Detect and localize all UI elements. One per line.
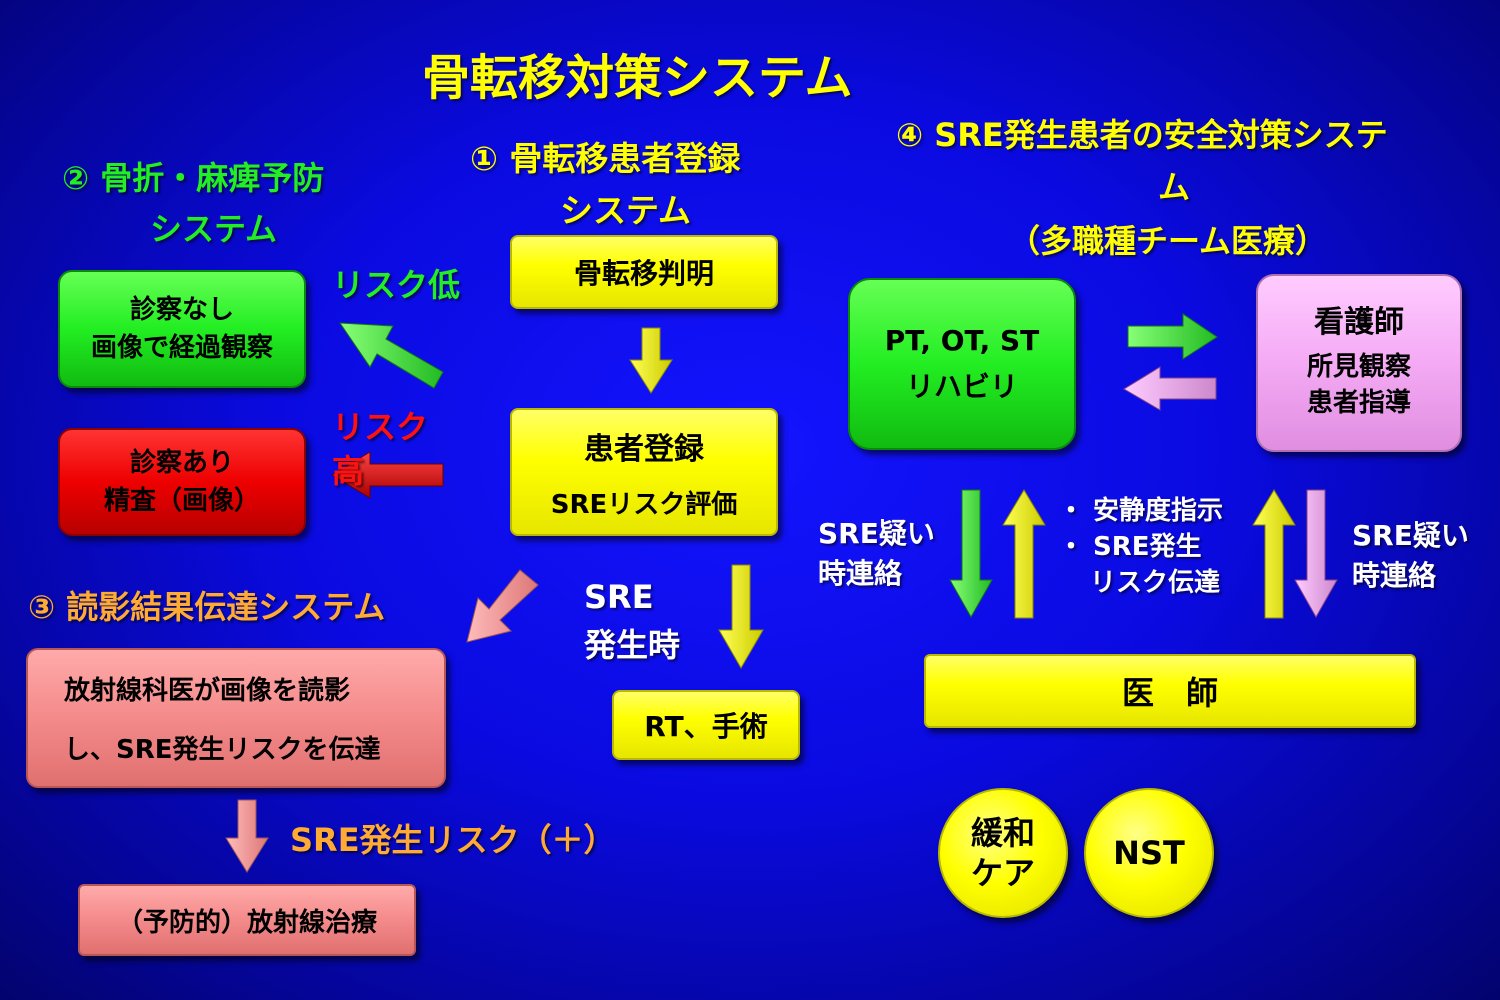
contact-right-line2: 時連絡 [1352, 559, 1437, 592]
section2-title-line2: システム [150, 210, 278, 248]
page-title: 骨転移対策システム [422, 50, 853, 106]
contact-left-line2: 時連絡 [818, 557, 903, 590]
low-risk-line2: 画像で経過観察 [90, 333, 273, 363]
treatment-text: （予防的）放射線治療 [116, 907, 377, 938]
sre-when-line2: 発生時 [584, 626, 681, 664]
risk-low-label: リスク低 [332, 266, 461, 304]
doctor-box: 医 師 [924, 654, 1416, 728]
section2-title-line1: ② 骨折・麻痺予防 [62, 159, 325, 197]
low-risk-line1: 診察なし [129, 295, 234, 325]
rehab-line2: リハビリ [905, 370, 1018, 403]
nurse-line2: 所見観察 [1306, 352, 1411, 382]
arrow-to-low-risk [339, 322, 444, 389]
arrow-rehab-to-nurse [1127, 313, 1218, 360]
nst-circle: NST [1084, 788, 1214, 918]
registration-box: 患者登録 SREリスク評価 [510, 408, 778, 536]
doctor-text: 医 師 [1121, 674, 1218, 712]
risk-high-label-line2: 高 [332, 452, 365, 490]
palliative-line1: 緩和 [970, 814, 1035, 852]
treatment-box: （予防的）放射線治療 [78, 884, 416, 956]
nurse-line1: 看護師 [1314, 305, 1404, 340]
reading-box: 放射線科医が画像を読影 し、SRE発生リスクを伝達 [26, 648, 446, 788]
palliative-care-circle: 緩和 ケア [938, 788, 1068, 918]
section3-title: ③ 読影結果伝達システム [28, 588, 386, 626]
registration-line2: SREリスク評価 [550, 489, 738, 520]
arrow-doctor-to-nurse [1252, 489, 1296, 619]
contact-right-line1: SRE疑い [1352, 519, 1469, 552]
arrow-nurse-to-doctor [1294, 489, 1338, 619]
sre-risk-plus: SRE発生リスク（＋） [290, 821, 616, 859]
rehab-box: PT, OT, ST リハビリ [848, 278, 1076, 450]
section4-title-line2: ム [1158, 168, 1191, 206]
arrow-to-high-risk [331, 451, 444, 499]
low-risk-box: 診察なし 画像で経過観察 [58, 270, 306, 388]
contact-left-line1: SRE疑い [818, 517, 935, 550]
palliative-line2: ケア [970, 854, 1035, 892]
registration-line1: 患者登録 [584, 431, 704, 467]
bullet-sre-occurrence: ・ SRE発生 [1058, 532, 1202, 562]
arrow-registration-to-rt [718, 564, 764, 669]
high-risk-box: 診察あり 精査（画像） [58, 428, 306, 536]
arrow-to-reading-system [466, 569, 539, 643]
high-risk-line1: 診察あり [129, 448, 234, 478]
reading-line1: 放射線科医が画像を読影 [64, 676, 351, 706]
discovery-text: 骨転移判明 [573, 257, 714, 290]
sre-when-line1: SRE [584, 578, 654, 616]
arrow-rehab-to-doctor [949, 489, 993, 619]
nurse-box: 看護師 所見観察 患者指導 [1256, 274, 1462, 452]
bullet-rest-instruction: ・ 安静度指示 [1058, 496, 1224, 526]
high-risk-line2: 精査（画像） [103, 486, 260, 516]
reading-line2: し、SRE発生リスクを伝達 [64, 735, 381, 765]
discovery-box: 骨転移判明 [510, 235, 778, 309]
rt-surgery-box: RT、手術 [612, 690, 800, 760]
nst-text: NST [1113, 834, 1185, 872]
bullet-risk-transfer: リスク伝達 [1090, 568, 1221, 598]
arrow-discovery-to-registration [629, 327, 673, 394]
arrow-to-treatment [225, 799, 269, 873]
rt-surgery-text: RT、手術 [644, 710, 768, 743]
nurse-line3: 患者指導 [1306, 388, 1411, 418]
section4-title-line3: （多職種チーム医療） [1008, 222, 1328, 260]
section1-title-line2: システム [560, 191, 692, 230]
section4-title-line1: ④ SRE発生患者の安全対策システ [896, 116, 1388, 154]
risk-high-label-line1: リスク [332, 408, 429, 446]
arrow-nurse-to-rehab [1123, 366, 1217, 411]
section1-title-line1: ① 骨転移患者登録 [470, 139, 741, 178]
arrow-doctor-to-rehab [1002, 489, 1046, 619]
rehab-line1: PT, OT, ST [884, 324, 1040, 357]
